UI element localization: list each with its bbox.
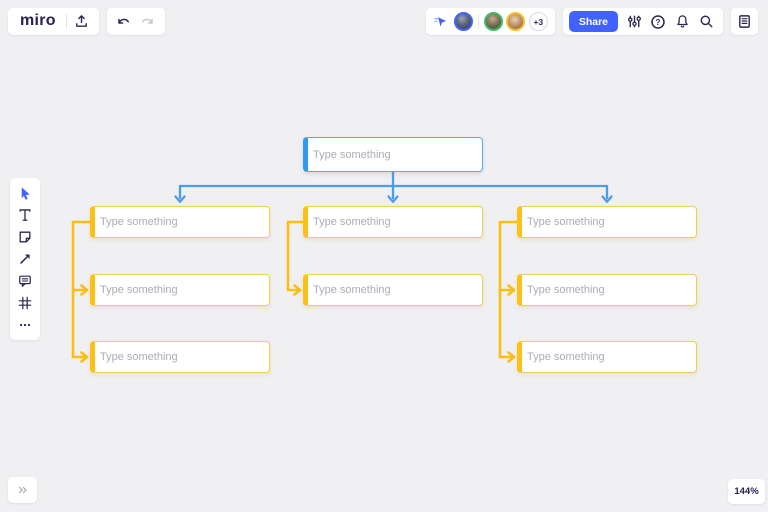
- mindmap-node[interactable]: Type something: [90, 274, 270, 306]
- miro-logo[interactable]: miro: [20, 11, 56, 29]
- connector-yellow-right[interactable]: [498, 220, 519, 363]
- mindmap-node[interactable]: Type something: [90, 341, 270, 373]
- arrow-icon: [18, 252, 32, 266]
- history-group: [106, 8, 165, 35]
- mindmap-node[interactable]: Type something: [90, 206, 270, 238]
- share-button[interactable]: Share: [568, 11, 618, 32]
- follow-cursor-icon: [433, 14, 448, 29]
- mindmap-node[interactable]: Type something: [303, 206, 483, 238]
- divider: [65, 14, 67, 29]
- undo-button[interactable]: [112, 10, 136, 34]
- comment-icon: [18, 274, 32, 288]
- follow-cursor-button[interactable]: [431, 10, 451, 34]
- zoom-level-button[interactable]: 144%: [728, 479, 765, 504]
- connector-yellow-middle[interactable]: [286, 220, 305, 296]
- redo-button[interactable]: [136, 10, 160, 34]
- node-placeholder[interactable]: Type something: [527, 284, 605, 296]
- help-icon: ?: [650, 14, 666, 30]
- redo-icon: [140, 14, 155, 29]
- node-placeholder[interactable]: Type something: [527, 216, 605, 228]
- collaborators-group: +3: [425, 8, 555, 35]
- export-icon: [74, 14, 89, 29]
- cursor-icon: [18, 186, 33, 201]
- node-placeholder[interactable]: Type something: [313, 148, 391, 161]
- mindmap-node[interactable]: Type something: [303, 274, 483, 306]
- export-button[interactable]: [70, 10, 94, 34]
- actions-group: Share ?: [562, 8, 723, 35]
- node-placeholder[interactable]: Type something: [313, 216, 391, 228]
- double-chevron-right-icon: [17, 484, 29, 496]
- select-tool[interactable]: [12, 182, 38, 204]
- frame-tool[interactable]: [12, 292, 38, 314]
- notifications-bell-icon: [675, 14, 690, 29]
- adjust-sliders-button[interactable]: [622, 10, 646, 34]
- notes-icon: [737, 14, 752, 29]
- avatar[interactable]: [505, 12, 525, 31]
- avatar[interactable]: [453, 12, 473, 31]
- sticky-note-icon: [18, 230, 32, 244]
- mindmap-node[interactable]: Type something: [517, 206, 697, 238]
- text-icon: [18, 208, 32, 222]
- notifications-bell-button[interactable]: [670, 10, 694, 34]
- node-placeholder[interactable]: Type something: [313, 284, 391, 296]
- search-button[interactable]: [694, 10, 718, 34]
- notes-button[interactable]: [731, 8, 758, 35]
- search-icon: [699, 14, 714, 29]
- adjust-sliders-icon: [627, 14, 642, 29]
- connector-blue-tree[interactable]: [174, 170, 613, 203]
- top-toolbar: miro +3 Share ?: [8, 8, 758, 35]
- node-placeholder[interactable]: Type something: [100, 284, 178, 296]
- mindmap-root-node[interactable]: Type something: [303, 137, 483, 172]
- divider: [477, 14, 479, 29]
- text-tool[interactable]: [12, 204, 38, 226]
- svg-text:?: ?: [656, 17, 661, 26]
- frame-icon: [18, 296, 32, 310]
- tools-sidebar: [10, 178, 40, 340]
- node-placeholder[interactable]: Type something: [527, 351, 605, 363]
- mindmap-node[interactable]: Type something: [517, 341, 697, 373]
- connector-yellow-left[interactable]: [71, 220, 92, 363]
- sticky-note-tool[interactable]: [12, 226, 38, 248]
- help-button[interactable]: ?: [646, 10, 670, 34]
- extra-collaborators-badge[interactable]: +3: [528, 12, 548, 31]
- connector-tool[interactable]: [12, 248, 38, 270]
- more-tools[interactable]: [12, 314, 38, 336]
- mindmap-node[interactable]: Type something: [517, 274, 697, 306]
- ellipsis-icon: [18, 318, 32, 332]
- node-placeholder[interactable]: Type something: [100, 351, 178, 363]
- board-menu-group: miro: [8, 8, 99, 35]
- undo-icon: [116, 14, 131, 29]
- avatar[interactable]: [483, 12, 503, 31]
- expand-sidebar-button[interactable]: [8, 477, 37, 503]
- comment-tool[interactable]: [12, 270, 38, 292]
- node-placeholder[interactable]: Type something: [100, 216, 178, 228]
